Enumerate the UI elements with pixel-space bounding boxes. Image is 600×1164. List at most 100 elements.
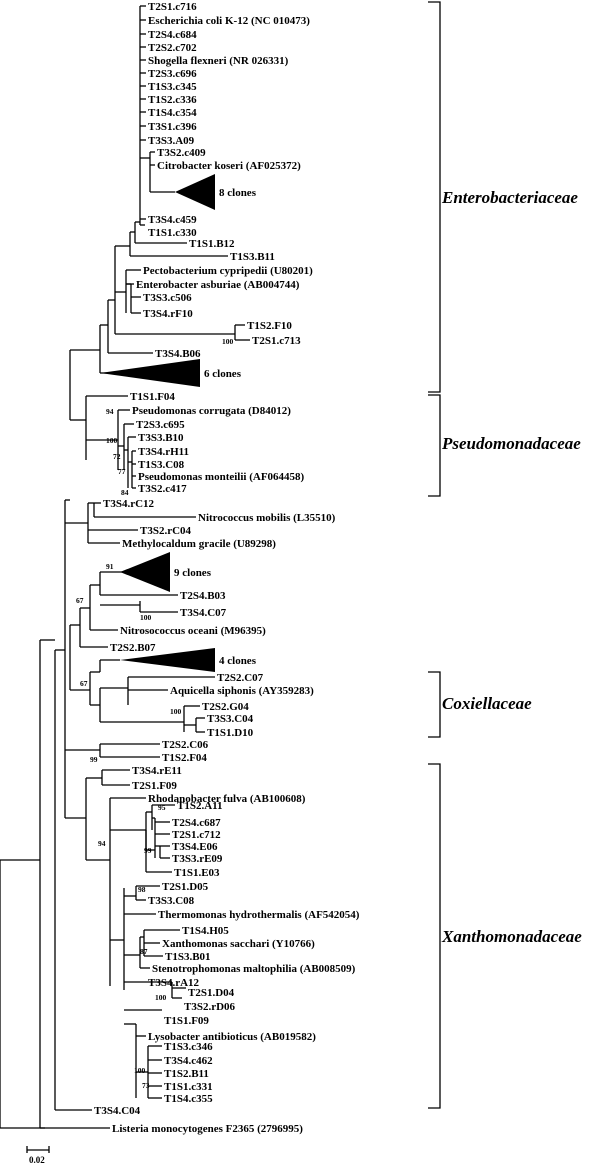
tip-label: T1S3.B01 bbox=[165, 951, 211, 963]
tip-label: T3S4.rE11 bbox=[132, 765, 182, 777]
bootstrap-value: 100 bbox=[140, 613, 152, 622]
tip-label: T3S4.c462 bbox=[164, 1055, 213, 1067]
family-label-xanthomonadaceae: Xanthomonadaceae bbox=[441, 927, 582, 946]
bootstrap-value: 100 bbox=[106, 436, 118, 445]
bootstrap-value: 94 bbox=[98, 839, 106, 848]
tip-label: T3S2.c409 bbox=[157, 147, 206, 159]
tip-label: Aquicella siphonis (AY359283) bbox=[170, 685, 314, 697]
tip-label: T2S1.c716 bbox=[148, 1, 197, 13]
tip-label: T2S1.D05 bbox=[162, 881, 209, 893]
tip-label: T1S3.C08 bbox=[138, 459, 185, 471]
bootstrap-value: 73 bbox=[142, 1081, 150, 1090]
scale-bar: 0.02 bbox=[26, 1146, 50, 1164]
scale-bar-label: 0.02 bbox=[29, 1155, 45, 1164]
tip-label: T2S3.c696 bbox=[148, 68, 197, 80]
tip-label: T1S4.c355 bbox=[164, 1093, 213, 1105]
tip-label: Nitrococcus mobilis (L35510) bbox=[198, 512, 336, 524]
tip-label: Stenotrophomonas maltophilia (AB008509) bbox=[152, 963, 356, 975]
tip-label: T1S2.c336 bbox=[148, 94, 197, 106]
collapsed-clade-label: 6 clones bbox=[204, 368, 242, 380]
pseudomonadaceae-bracket bbox=[428, 394, 441, 497]
tip-label: T1S1.D10 bbox=[207, 727, 254, 739]
tree-branches bbox=[0, 5, 250, 1129]
tip-label: T3S3.c506 bbox=[143, 292, 192, 304]
tip-label: T1S3.c346 bbox=[164, 1041, 213, 1053]
tip-label: Citrobacter koseri (AF025372) bbox=[157, 160, 301, 172]
tip-label: Listeria monocytogenes F2365 (2796995) bbox=[112, 1123, 303, 1135]
tip-label: T1S1.E03 bbox=[174, 867, 220, 879]
tip-label: T3S3.C04 bbox=[207, 713, 254, 725]
family-label-enterobacteriaceae: Enterobacteriaceae bbox=[441, 188, 578, 207]
tip-label: T2S1.F09 bbox=[132, 780, 177, 792]
tip-label: T3S4.E06 bbox=[172, 841, 218, 853]
tip-label: Enterobacter asburiae (AB004744) bbox=[136, 279, 300, 291]
collapsed-clade-6-triangle bbox=[100, 359, 200, 387]
tip-label: T3S3.B10 bbox=[138, 432, 184, 444]
tip-label: T1S1.F04 bbox=[130, 391, 175, 403]
collapsed-clade-label: 8 clones bbox=[219, 187, 257, 199]
bootstrap-value: 99 bbox=[144, 846, 152, 855]
tip-label: T3S4.C07 bbox=[180, 607, 227, 619]
tip-label: T3S4.rA12 bbox=[148, 977, 200, 989]
family-label-pseudomonadaceae: Pseudomonadaceae bbox=[441, 434, 581, 453]
tip-label: T2S2.C06 bbox=[162, 739, 209, 751]
tip-label: T1S3.B11 bbox=[230, 251, 275, 263]
bootstrap-value: 100 bbox=[170, 707, 182, 716]
bootstrap-value: 99 bbox=[90, 755, 98, 764]
tip-label: T1S2.A11 bbox=[177, 800, 223, 812]
tip-label: T3S3.A09 bbox=[148, 135, 195, 147]
tip-label: Escherichia coli K-12 (NC 010473) bbox=[148, 15, 310, 27]
tip-label: T3S1.c396 bbox=[148, 121, 197, 133]
tip-label: Pectobacterium cypripedii (U80201) bbox=[143, 265, 313, 277]
bootstrap-value: 67 bbox=[80, 679, 88, 688]
tip-label: T2S4.c684 bbox=[148, 29, 197, 41]
tip-label: T1S1.c330 bbox=[148, 227, 197, 239]
family-brackets: Enterobacteriaceae Pseudomonadaceae Coxi… bbox=[428, 1, 582, 1109]
collapsed-clade-label: 9 clones bbox=[174, 567, 212, 579]
tip-label: T3S4.B06 bbox=[155, 348, 201, 360]
tip-label: T3S4.rC12 bbox=[103, 498, 155, 510]
tip-label: T3S4.rH11 bbox=[138, 446, 189, 458]
tip-label: T2S2.C07 bbox=[217, 672, 264, 684]
bootstrap-value: 91 bbox=[106, 562, 114, 571]
tip-labels: T2S1.c716 Escherichia coli K-12 (NC 0104… bbox=[94, 1, 360, 1135]
bootstrap-values: 100 94 100 72 77 84 91 67 100 67 100 99 … bbox=[76, 337, 234, 1090]
tip-label: T2S2.c702 bbox=[148, 42, 197, 54]
bootstrap-value: 95 bbox=[158, 803, 166, 812]
collapsed-clade-4-triangle bbox=[120, 648, 215, 672]
tip-label: Thermomonas hydrothermalis (AF542054) bbox=[158, 909, 360, 921]
bootstrap-value: 77 bbox=[118, 467, 126, 476]
collapsed-clade-9-triangle bbox=[120, 552, 170, 592]
tip-label: T3S4.C04 bbox=[94, 1105, 141, 1117]
tip-label: T1S3.c345 bbox=[148, 81, 197, 93]
tip-label: Shogella flexneri (NR 026331) bbox=[148, 55, 289, 67]
tip-label: Pseudomonas monteilii (AF064458) bbox=[138, 471, 305, 483]
bootstrap-value: 84 bbox=[121, 488, 129, 497]
bootstrap-value: 100 bbox=[155, 993, 167, 1002]
tip-label: T2S4.B03 bbox=[180, 590, 226, 602]
tip-label: T3S2.rD06 bbox=[184, 1001, 236, 1013]
bootstrap-value: 87 bbox=[140, 947, 148, 956]
tip-label: T2S2.G04 bbox=[202, 701, 249, 713]
tip-label: T1S2.F10 bbox=[247, 320, 292, 332]
enterobacteriaceae-bracket bbox=[428, 1, 441, 393]
tip-label: T2S1.D04 bbox=[188, 987, 235, 999]
tip-label: Pseudomonas corrugata (D84012) bbox=[132, 405, 291, 417]
tip-label: T3S3.rE09 bbox=[172, 853, 223, 865]
tip-label: T2S2.B07 bbox=[110, 642, 156, 654]
tip-label: T2S4.c687 bbox=[172, 817, 221, 829]
tip-label: T3S4.rF10 bbox=[143, 308, 193, 320]
tip-label: Xanthomonas sacchari (Y10766) bbox=[162, 938, 315, 950]
tip-label: T1S1.F09 bbox=[164, 1015, 209, 1027]
tip-label: T1S1.c331 bbox=[164, 1081, 213, 1093]
bootstrap-value: 72 bbox=[113, 452, 121, 461]
bootstrap-value: 94 bbox=[106, 407, 114, 416]
tip-label: T1S2.F04 bbox=[162, 752, 207, 764]
tip-label: T3S2.rC04 bbox=[140, 525, 192, 537]
tip-label: Rhodanobacter fulva (AB100608) bbox=[148, 793, 306, 805]
tip-label: T2S1.c712 bbox=[172, 829, 221, 841]
bootstrap-value: 100 bbox=[134, 1066, 146, 1075]
bootstrap-value: 100 bbox=[222, 337, 234, 346]
